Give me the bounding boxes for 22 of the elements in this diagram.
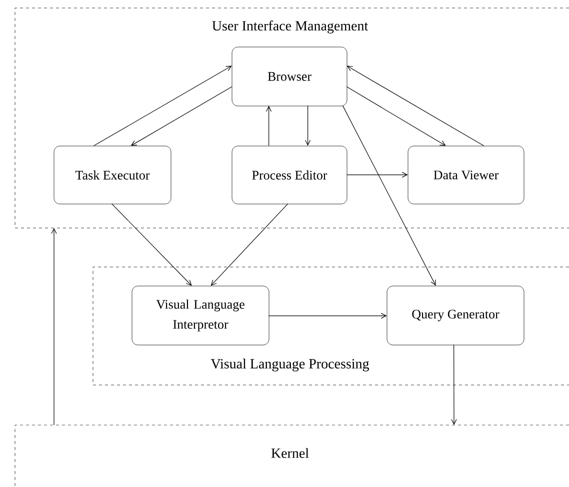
arrow (305, 106, 311, 146)
process-box: Task Executor (54, 146, 172, 204)
arrow (210, 204, 288, 286)
region-title: Kernel (271, 448, 309, 458)
process-box: Browser (232, 46, 348, 106)
arrow (346, 172, 408, 178)
arrow (346, 86, 446, 146)
arrow (94, 66, 232, 146)
process-box: Visual Language Interpretor (132, 286, 270, 346)
arrow (451, 344, 457, 425)
arrow (268, 313, 387, 319)
region-title: Visual Language Processing (210, 358, 370, 372)
process-box: Query Generator (386, 286, 524, 346)
arrow (266, 106, 272, 146)
arrow (112, 204, 192, 286)
region-title: User Interface Management (212, 20, 368, 34)
process-box: Data Viewer (408, 146, 524, 204)
arrow (51, 228, 57, 426)
arrow (346, 66, 484, 146)
arrow (130, 86, 232, 146)
arrow (342, 106, 436, 286)
process-box: Process Editor (232, 146, 348, 204)
